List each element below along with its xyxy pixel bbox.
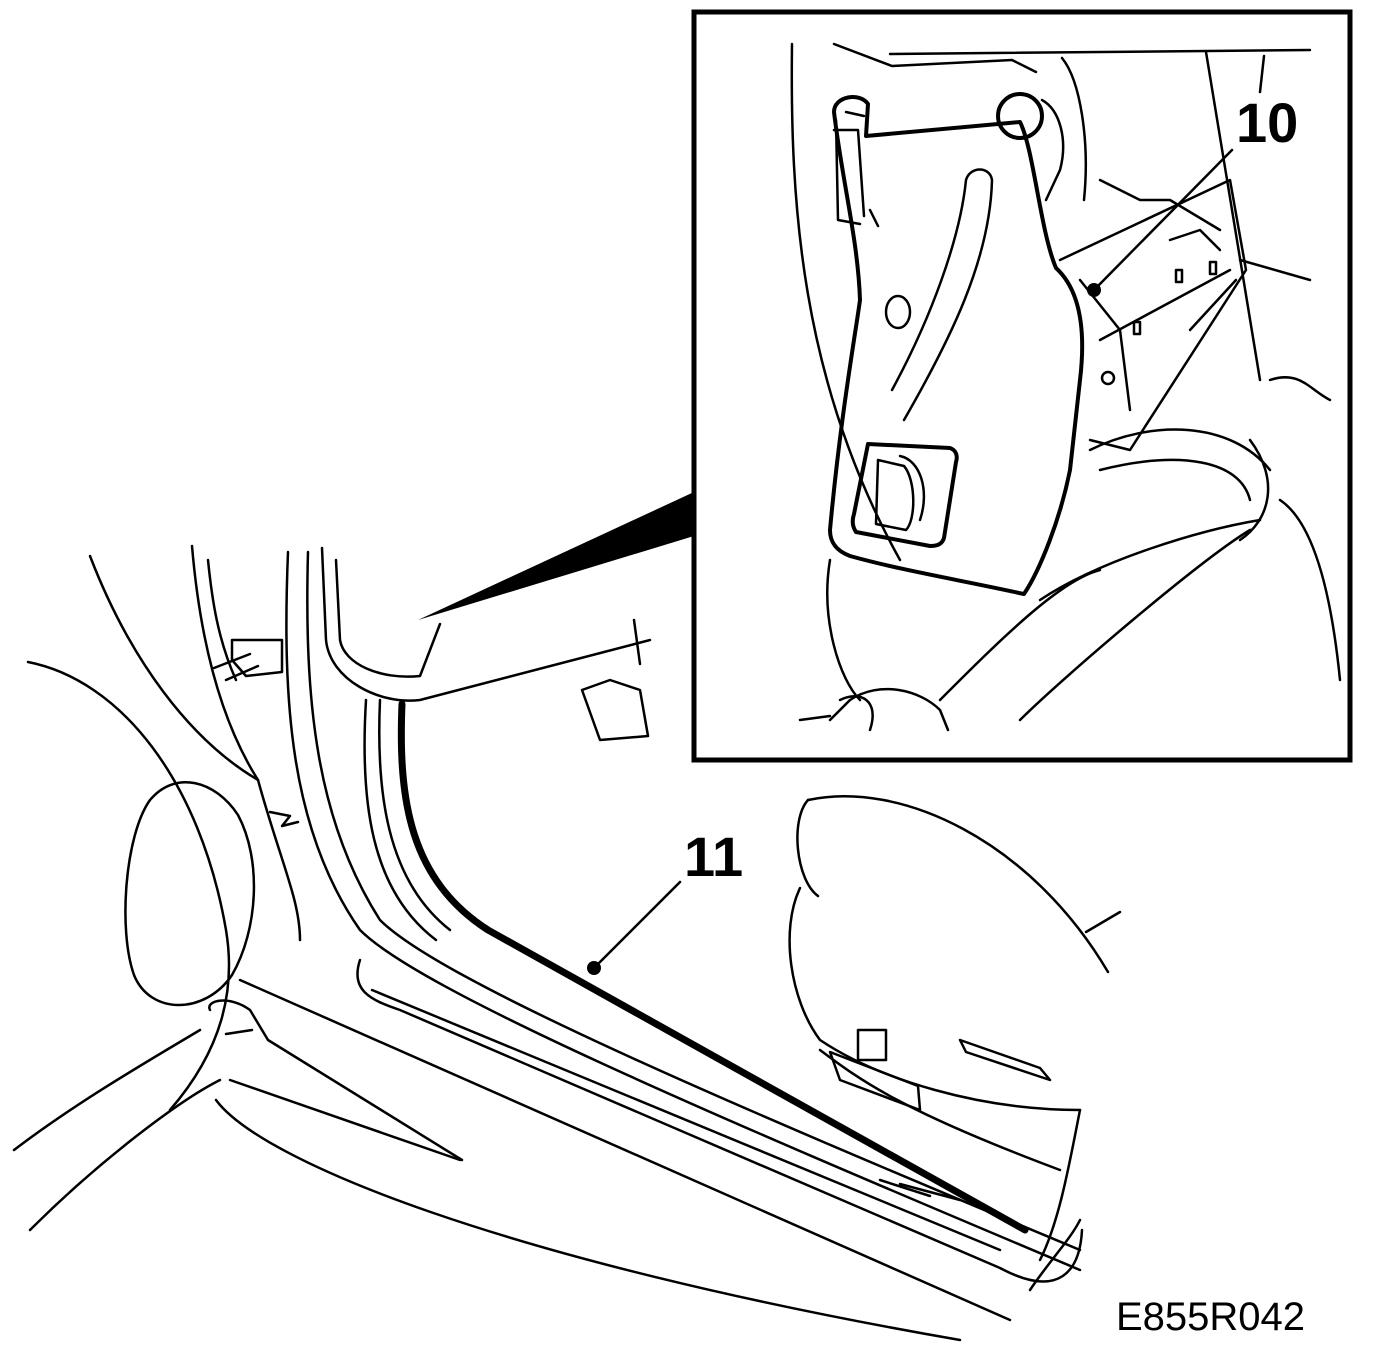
callout-label-11: 11 xyxy=(684,825,743,888)
leader-dot-11 xyxy=(587,961,601,975)
mounting-hole xyxy=(884,294,912,330)
seat-switch-slot xyxy=(958,1038,1052,1082)
inset-pointer xyxy=(418,492,694,620)
seat-back-outline xyxy=(806,795,1110,974)
detail-inset xyxy=(418,9,1353,763)
door-hinge xyxy=(230,638,284,678)
figure-code: E855R042 xyxy=(1116,1295,1305,1339)
seat-lever-knob xyxy=(856,1028,888,1062)
leader-line-11 xyxy=(592,880,682,970)
callout-label-10: 10 xyxy=(1236,91,1298,154)
speaker-grille-outline xyxy=(124,781,256,1007)
leader-dot-10 xyxy=(1087,283,1101,297)
a-pillar-trim-panel xyxy=(828,95,1085,596)
leader-line-10 xyxy=(1092,148,1234,292)
seat-cushion-outline xyxy=(788,886,1082,1112)
seat-adjust-lever xyxy=(828,1050,922,1112)
bolt-head xyxy=(996,92,1044,140)
clip-window xyxy=(850,442,959,548)
callout-leaders xyxy=(587,148,1234,975)
main-view xyxy=(12,544,1122,1342)
weatherstrip-seal xyxy=(397,700,1029,1234)
